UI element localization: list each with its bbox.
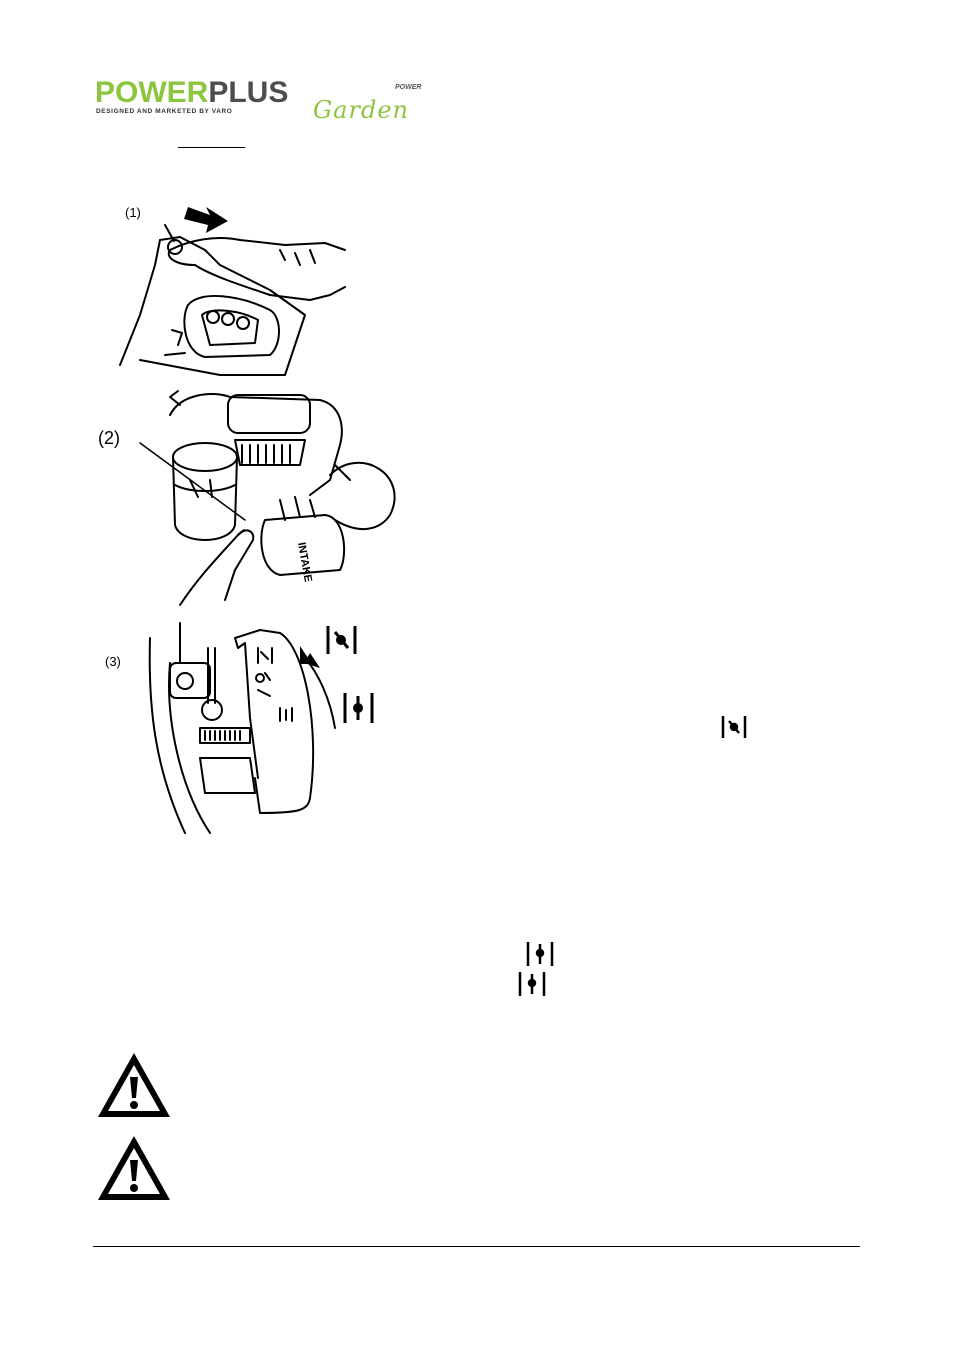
warning-icon — [98, 1136, 170, 1200]
brand-logo: POWERPLUS DESIGNED AND MARKETED BY VARO … — [95, 78, 430, 126]
choke-open-inline-icon-1 — [526, 942, 554, 966]
figure-choke-lever — [148, 622, 374, 834]
choke-closed-inline-icon — [721, 716, 747, 738]
logo-wordmark: POWERPLUS — [95, 78, 288, 108]
logo-mini-mark: POWER — [395, 84, 422, 91]
logo-power: POWER — [95, 76, 209, 109]
callout-2: (2) — [98, 428, 120, 448]
logo-tagline: DESIGNED AND MARKETED BY VARO — [96, 108, 233, 115]
callout-1: (1) — [125, 205, 141, 220]
logo-garden: Garden — [313, 96, 409, 124]
warning-icon — [98, 1053, 170, 1117]
choke-closed-icon — [326, 626, 357, 654]
choke-open-inline-icon-2 — [518, 972, 546, 996]
choke-open-icon — [343, 693, 374, 723]
footer-rule — [93, 1246, 860, 1247]
logo-plus: PLUS — [208, 76, 289, 109]
intake-label: INTAKE — [295, 541, 314, 583]
header-underline — [178, 147, 245, 148]
figure-primer-press — [119, 207, 346, 376]
callout-3: (3) — [105, 654, 121, 669]
figure-engine-intake: INTAKE — [139, 390, 396, 606]
